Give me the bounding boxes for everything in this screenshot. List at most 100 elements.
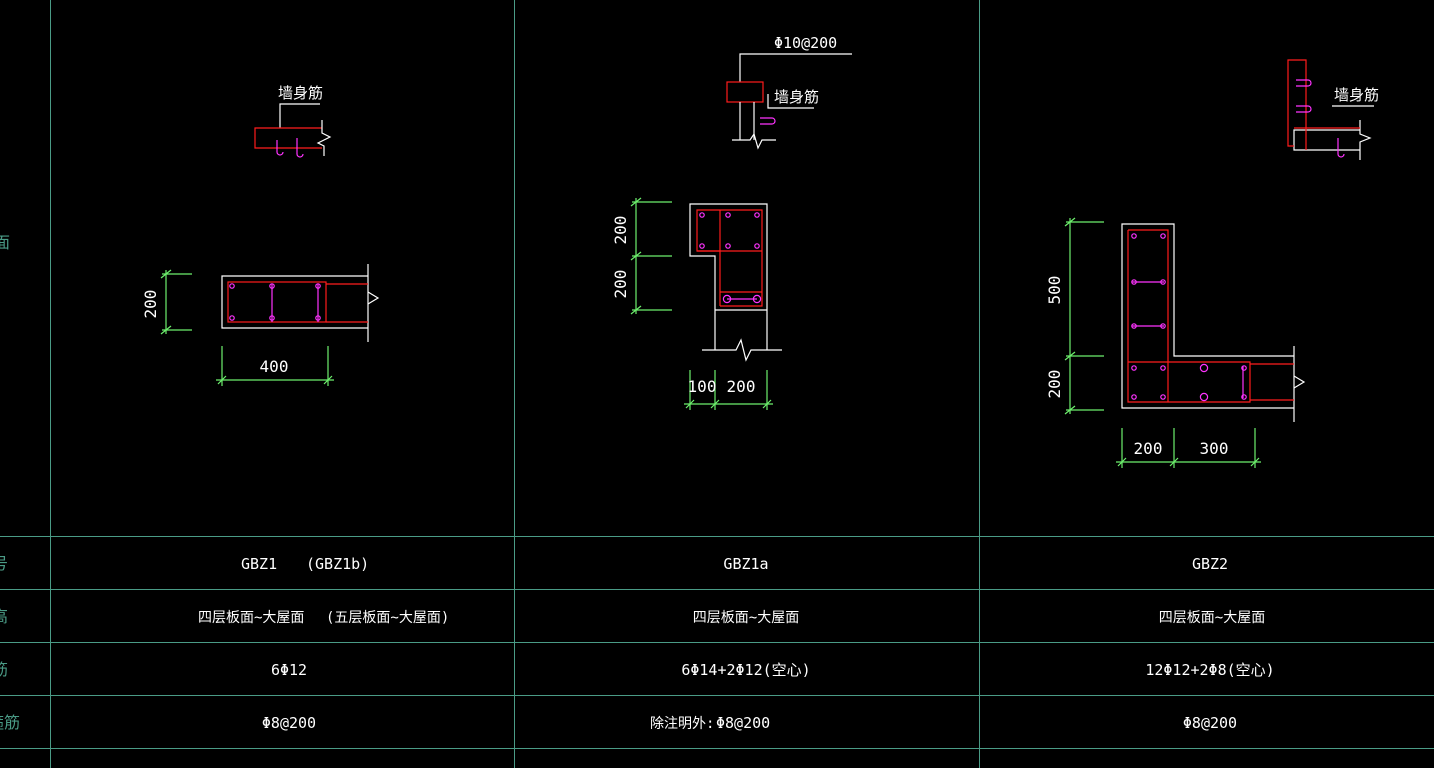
gbz1-stirrup: Φ8@200 <box>262 714 316 732</box>
gbz1a-leader-note <box>739 53 852 82</box>
gbz1a-section[interactable]: Φ10@200 墙身筋 <box>611 34 852 732</box>
gbz2-dim-horiz-left: 200 <box>1134 439 1163 458</box>
rebar-bar <box>1160 233 1166 239</box>
gbz2-break-symbol <box>1293 375 1306 389</box>
gbz1a-dim-right: 200 <box>727 377 756 396</box>
gbz1a-leader-label <box>767 94 814 109</box>
rebar-bar <box>1131 394 1137 400</box>
row-label-longitudinal: 筋 <box>0 660 8 679</box>
row-label-number: 号 <box>0 554 8 573</box>
gbz1-detail-label: 墙身筋 <box>278 84 323 102</box>
gbz1a-detail-sketch: Φ10@200 墙身筋 <box>726 34 852 150</box>
rebar-bar <box>1160 323 1166 329</box>
gbz1-detail-wall <box>254 127 322 149</box>
gbz2-dim-vert-short: 200 <box>1045 370 1064 399</box>
rebar-bar <box>315 315 321 321</box>
rebar-bar <box>699 243 705 249</box>
rebar-bar <box>1241 365 1247 371</box>
gbz2-detail-wall <box>1293 129 1360 151</box>
gbz1-name-alt: (GBZ1b) <box>306 555 369 573</box>
gbz1a-elevation: 四层板面~大屋面 <box>693 610 799 626</box>
gbz1a-break-symbol <box>702 338 782 362</box>
rebar-bar <box>269 315 275 321</box>
gbz1a-outline <box>689 203 768 350</box>
gbz2-detail-sketch: 墙身筋 <box>1287 59 1379 160</box>
gbz2-detail-tie-1 <box>1296 79 1312 87</box>
gbz2-cross-section: 500 200 200 300 <box>1045 217 1306 468</box>
gbz1-leader-line <box>279 103 320 128</box>
gbz1-elevation-alt: (五层板面~大屋面) <box>326 610 449 626</box>
gbz1a-dim-top: 200 <box>611 216 630 245</box>
gbz1a-dim-left: 100 <box>688 377 717 396</box>
gbz2-detail-label: 墙身筋 <box>1334 86 1379 104</box>
row-label-stirrup: 箍筋 <box>0 713 20 732</box>
gbz1a-longitudinal: 6Φ14+2Φ12(空心) <box>681 661 810 679</box>
gbz1-section[interactable]: 墙身筋 <box>141 84 449 732</box>
rebar-bar <box>754 243 760 249</box>
gbz1-elevation: 四层板面~大屋面 <box>198 610 304 626</box>
gbz1-outline <box>221 275 368 329</box>
gbz1a-detail-hoop <box>726 81 764 103</box>
gbz2-detail-hoop <box>1287 59 1307 150</box>
rebar-bar <box>269 283 275 289</box>
gbz1a-rebar-bars <box>699 212 762 304</box>
gbz2-table-cells: GBZ2 四层板面~大屋面 12Φ12+2Φ8(空心) Φ8@200 <box>1145 555 1274 732</box>
rebar-bar <box>699 212 705 218</box>
gbz1a-table-cells: GBZ1a 四层板面~大屋面 6Φ14+2Φ12(空心) 除注明外: Φ8@20… <box>650 555 811 732</box>
gbz1a-dim-bottom: 200 <box>611 270 630 299</box>
gbz1-table-cells: GBZ1 (GBZ1b) 四层板面~大屋面 (五层板面~大屋面) 6Φ12 Φ8… <box>198 555 449 732</box>
row-header-labels: 面 号 高 筋 箍筋 <box>0 233 20 732</box>
gbz1a-cross-section: 200 200 100 200 <box>611 197 782 410</box>
rebar-bar <box>1199 392 1209 402</box>
gbz1-detail-break <box>316 120 332 156</box>
rebar-bar <box>229 283 235 289</box>
gbz1-stirrup-hoop <box>227 281 327 323</box>
rebar-bar <box>1131 323 1137 329</box>
gbz2-rebar-bars <box>1131 233 1247 402</box>
gbz2-detail-tie-2 <box>1296 105 1312 113</box>
row-label-section: 面 <box>0 233 10 252</box>
rebar-bar <box>1131 233 1137 239</box>
gbz1-cross-section: 200 400 <box>141 264 380 386</box>
gbz2-stirrup: Φ8@200 <box>1183 714 1237 732</box>
gbz1a-stirrup-prefix: 除注明外: <box>650 716 714 732</box>
rebar-bar <box>1160 365 1166 371</box>
gbz1a-detail-label: 墙身筋 <box>774 88 819 106</box>
gbz1-detail-tie-1 <box>276 140 284 156</box>
rebar-bar <box>229 315 235 321</box>
rebar-bar <box>315 283 321 289</box>
rebar-bar <box>1131 365 1137 371</box>
rebar-bar <box>1160 279 1166 285</box>
gbz2-outline <box>1121 223 1294 409</box>
rebar-bar <box>1160 394 1166 400</box>
rebar-bar <box>1199 363 1209 373</box>
rebar-bar <box>754 212 760 218</box>
gbz1a-dimensions <box>630 197 773 410</box>
gbz1a-detail-break <box>732 132 776 150</box>
gbz2-section[interactable]: 墙身筋 <box>1045 59 1379 732</box>
rebar-bar <box>725 243 731 249</box>
gbz1a-detail-tie <box>760 117 776 125</box>
gbz2-dim-horiz-right: 300 <box>1200 439 1229 458</box>
rebar-bar <box>1241 394 1247 400</box>
gbz2-detail-break <box>1359 120 1372 160</box>
gbz1-longitudinal: 6Φ12 <box>271 661 307 679</box>
gbz2-dim-vert-long: 500 <box>1045 276 1064 305</box>
gbz1-dim-height: 200 <box>141 290 160 319</box>
gbz1a-stirrup: Φ8@200 <box>716 714 770 732</box>
gbz1a-name: GBZ1a <box>723 555 768 573</box>
gbz1-detail-tie-2 <box>296 138 304 158</box>
gbz1-detail-sketch: 墙身筋 <box>254 84 332 158</box>
gbz2-ties <box>1132 281 1244 398</box>
gbz2-detail-tie-3 <box>1337 138 1345 158</box>
gbz2-hoop <box>1127 229 1251 403</box>
rebar-bar <box>725 212 731 218</box>
rebar-bar <box>1131 279 1137 285</box>
gbz1-dimensions <box>160 269 334 386</box>
gbz2-dimensions <box>1064 217 1261 468</box>
gbz2-longitudinal: 12Φ12+2Φ8(空心) <box>1145 661 1274 679</box>
gbz1-rebar-bars <box>229 283 321 321</box>
gbz1-dim-width: 400 <box>260 357 289 376</box>
